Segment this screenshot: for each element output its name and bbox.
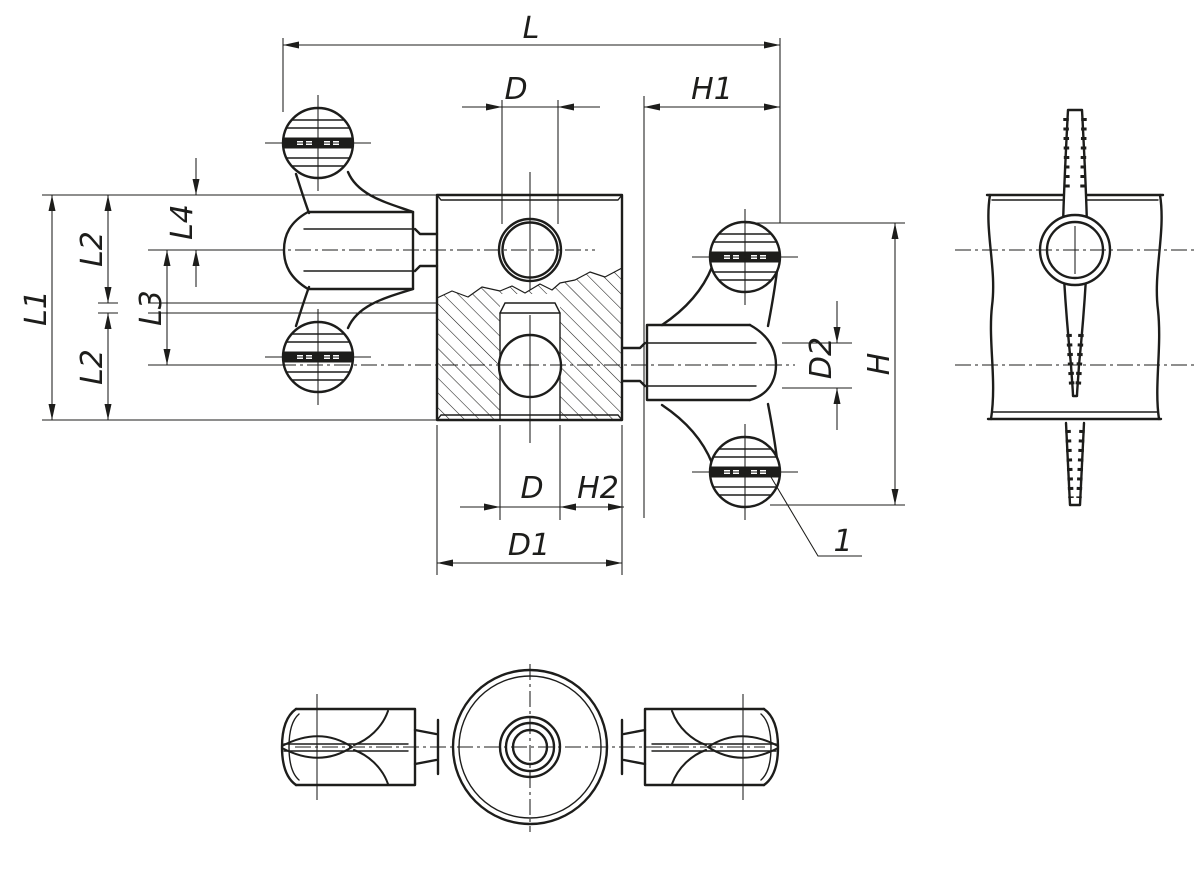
right-wing-screw xyxy=(620,209,798,520)
dim-H2: H2 xyxy=(560,471,624,511)
dim-label-L4: L4 xyxy=(165,204,200,240)
wing-ball xyxy=(692,209,798,305)
dim-label-H2: H2 xyxy=(577,471,619,506)
dim-D1: D1 xyxy=(437,528,622,567)
dim-label-L1: L1 xyxy=(19,290,54,326)
wing-ball xyxy=(692,424,798,520)
callout-label-1: 1 xyxy=(833,524,852,559)
dim-L2-lower: L2 xyxy=(75,313,112,420)
front-view xyxy=(265,95,798,520)
side-lower-wing xyxy=(1062,276,1088,398)
break-line xyxy=(436,267,623,299)
side-center-lines xyxy=(955,249,1195,366)
dim-L3: L3 xyxy=(134,250,171,365)
dim-label-L2-lower: L2 xyxy=(75,349,110,385)
dim-D-bottom: D xyxy=(460,471,560,511)
dimensions: L D H1 L1 L2 L2 L3 xyxy=(19,11,905,575)
bottom-right-knob xyxy=(620,694,780,800)
dim-D2: D2 xyxy=(804,301,841,430)
wing-ball xyxy=(265,309,371,405)
callout-1: 1 xyxy=(764,466,862,559)
dim-label-L3: L3 xyxy=(134,290,169,326)
bottom-center-lines xyxy=(295,664,765,832)
bottom-view xyxy=(280,664,780,832)
side-bottom-wing xyxy=(1064,421,1086,507)
dim-label-H: H xyxy=(862,353,897,376)
side-upper-wing xyxy=(1061,108,1089,228)
dim-L1: L1 xyxy=(19,195,56,420)
dim-label-L: L xyxy=(523,11,540,46)
dim-label-D1: D1 xyxy=(508,528,550,563)
dim-H1: H1 xyxy=(644,72,780,111)
wing-ball xyxy=(265,95,371,191)
left-wing-screw xyxy=(265,95,439,405)
bottom-left-knob xyxy=(280,694,440,800)
dim-label-D-bottom: D xyxy=(520,471,543,506)
extension-lines xyxy=(42,38,905,575)
dim-label-H1: H1 xyxy=(691,72,733,107)
dim-label-L2-upper: L2 xyxy=(75,231,110,267)
dim-label-D2: D2 xyxy=(804,337,839,379)
dim-H: H xyxy=(862,223,899,505)
dim-L2-upper: L2 xyxy=(75,195,112,303)
dim-L4: L4 xyxy=(165,158,200,287)
dim-D-top: D xyxy=(462,72,600,111)
side-view xyxy=(955,108,1195,507)
dim-label-D-top: D xyxy=(504,72,527,107)
dim-L: L xyxy=(283,11,780,49)
